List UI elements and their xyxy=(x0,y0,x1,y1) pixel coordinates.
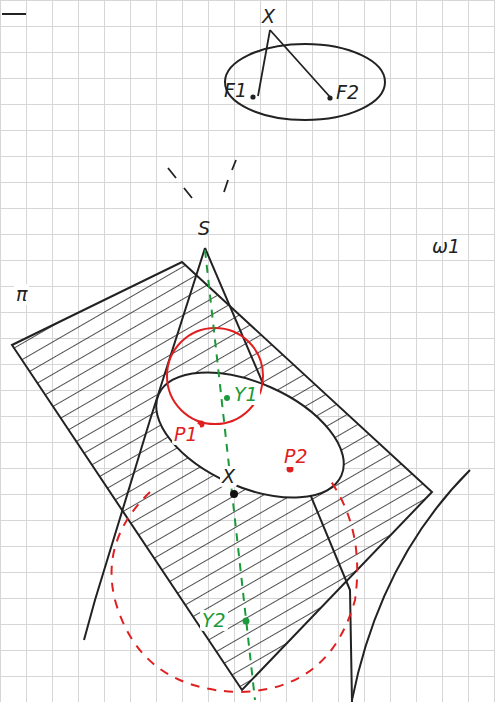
apex-label: S xyxy=(196,218,212,239)
sphere-label: ω1 xyxy=(430,236,462,257)
point-label: P2 xyxy=(282,446,310,467)
focus-label: F2 xyxy=(334,82,361,103)
point-label: Y1 xyxy=(232,384,260,405)
point-label: P1 xyxy=(172,424,200,445)
plane-label: π xyxy=(14,284,29,305)
point-label: X xyxy=(220,466,237,487)
point-label: X xyxy=(260,6,277,27)
point-label: Y2 xyxy=(200,610,228,631)
focus-label: F1 xyxy=(222,80,249,101)
